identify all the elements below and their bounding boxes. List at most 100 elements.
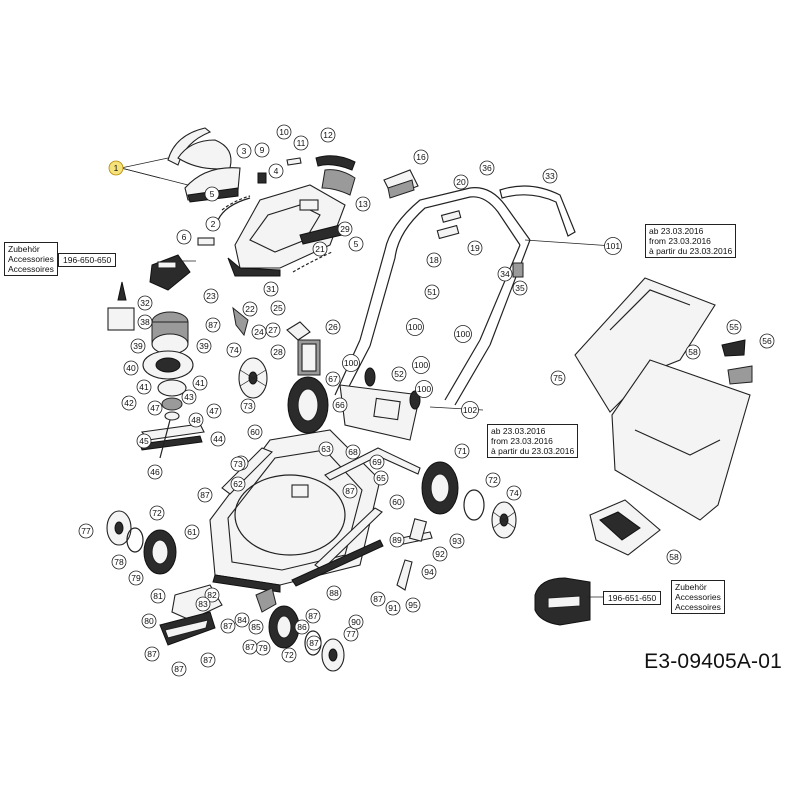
callout-number: 41 (139, 382, 149, 392)
callout-number: 74 (509, 488, 519, 498)
callout-number: 60 (250, 427, 260, 437)
callout-number: 22 (245, 304, 255, 314)
callout-number: 61 (187, 527, 197, 537)
callout-number: 41 (195, 378, 205, 388)
cover-small-parts (197, 155, 356, 246)
callout-number: 39 (133, 341, 143, 351)
callout-22: 22 (242, 301, 258, 317)
callout-25: 25 (270, 300, 286, 316)
callout-number: 91 (388, 603, 398, 613)
callout-number: 100 (414, 360, 428, 370)
callout-number: 24 (254, 327, 264, 337)
callout-number: 73 (233, 459, 243, 469)
callout-number: 6 (182, 232, 187, 242)
date-note-line: from 23.03.2016 (491, 436, 553, 446)
switch-box-part (383, 169, 419, 199)
callout-number: 87 (203, 655, 213, 665)
callout-number: 13 (358, 199, 368, 209)
callout-87: 87 (306, 635, 322, 651)
callout-12: 12 (320, 127, 336, 143)
callout-58: 58 (666, 549, 682, 565)
callout-number: 58 (669, 552, 679, 562)
callout-11: 11 (293, 135, 309, 151)
callout-number: 1 (114, 163, 119, 173)
callout-85: 85 (248, 619, 264, 635)
callout-72: 72 (281, 647, 297, 663)
callout-20: 20 (453, 174, 469, 190)
callout-24: 24 (251, 324, 267, 340)
callout-100: 100 (454, 325, 472, 343)
callout-82: 82 (204, 587, 220, 603)
callout-number: 11 (297, 138, 306, 148)
callout-number: 18 (429, 255, 439, 265)
charger-accessory-part (534, 577, 591, 626)
callout-number: 85 (251, 622, 261, 632)
callout-89: 89 (389, 532, 405, 548)
document-id: E3-09405A-01 (644, 650, 782, 673)
callout-55: 55 (726, 319, 742, 335)
wheel-hubcap-74-left (238, 357, 268, 399)
blade-part (139, 419, 205, 459)
callout-number: 72 (152, 508, 162, 518)
callout-number: 79 (131, 573, 141, 583)
accessory-label-line: Accessoires (8, 264, 54, 274)
callout-69: 69 (369, 454, 385, 470)
callout-74: 74 (506, 485, 522, 501)
wheel-rear-small (268, 605, 345, 672)
callout-100: 100 (412, 356, 430, 374)
callout-4: 4 (268, 163, 284, 179)
callout-40: 40 (123, 360, 139, 376)
callout-number: 87 (345, 486, 355, 496)
callout-61: 61 (184, 524, 200, 540)
callout-number: 60 (392, 497, 402, 507)
callout-number: 27 (268, 325, 278, 335)
accessory-code-left: 196-650-650 (58, 253, 117, 267)
callout-number: 43 (184, 392, 194, 402)
date-note-line: from 23.03.2016 (649, 236, 711, 246)
charger-part (107, 281, 135, 331)
callout-45: 45 (136, 433, 152, 449)
grass-catcher-part (574, 277, 753, 556)
callout-77: 77 (78, 523, 94, 539)
callout-number: 87 (309, 638, 319, 648)
callout-65: 65 (373, 470, 389, 486)
callout-2: 2 (205, 216, 221, 232)
callout-100: 100 (406, 318, 424, 336)
wheel-front-left-small (106, 510, 177, 575)
callout-number: 2 (211, 219, 216, 229)
callout-number: 87 (245, 642, 255, 652)
callout-31: 31 (263, 281, 279, 297)
callout-27: 27 (265, 322, 281, 338)
callout-number: 100 (344, 358, 358, 368)
callout-72: 72 (485, 472, 501, 488)
callout-number: 77 (346, 629, 356, 639)
callout-number: 4 (274, 166, 279, 176)
callout-81: 81 (150, 588, 166, 604)
callout-13: 13 (355, 196, 371, 212)
callout-79: 79 (128, 570, 144, 586)
callout-34: 34 (497, 266, 513, 282)
callout-number: 82 (207, 590, 217, 600)
callout-87: 87 (171, 661, 187, 677)
callout-29: 29 (337, 221, 353, 237)
callout-number: 93 (452, 536, 462, 546)
callout-number: 5 (354, 239, 359, 249)
callout-33: 33 (542, 168, 558, 184)
callout-93: 93 (449, 533, 465, 549)
accessory-label-line: Accessories (8, 254, 54, 264)
callout-labels: 1234556910111213161819202122232425262728… (78, 124, 775, 677)
callout-number: 25 (273, 303, 283, 313)
callout-number: 92 (435, 549, 445, 559)
callout-87: 87 (370, 591, 386, 607)
motor-housing-part (217, 184, 346, 277)
callout-number: 68 (348, 447, 358, 457)
accessory-label-box-left: Zubehör Accessories Accessoires (4, 242, 58, 276)
date-note-line: ab 23.03.2016 (649, 226, 704, 236)
callout-44: 44 (210, 431, 226, 447)
callout-87: 87 (200, 652, 216, 668)
callout-number: 26 (328, 322, 338, 332)
callout-78: 78 (111, 554, 127, 570)
accessory-label-line: Accessories (675, 592, 721, 602)
